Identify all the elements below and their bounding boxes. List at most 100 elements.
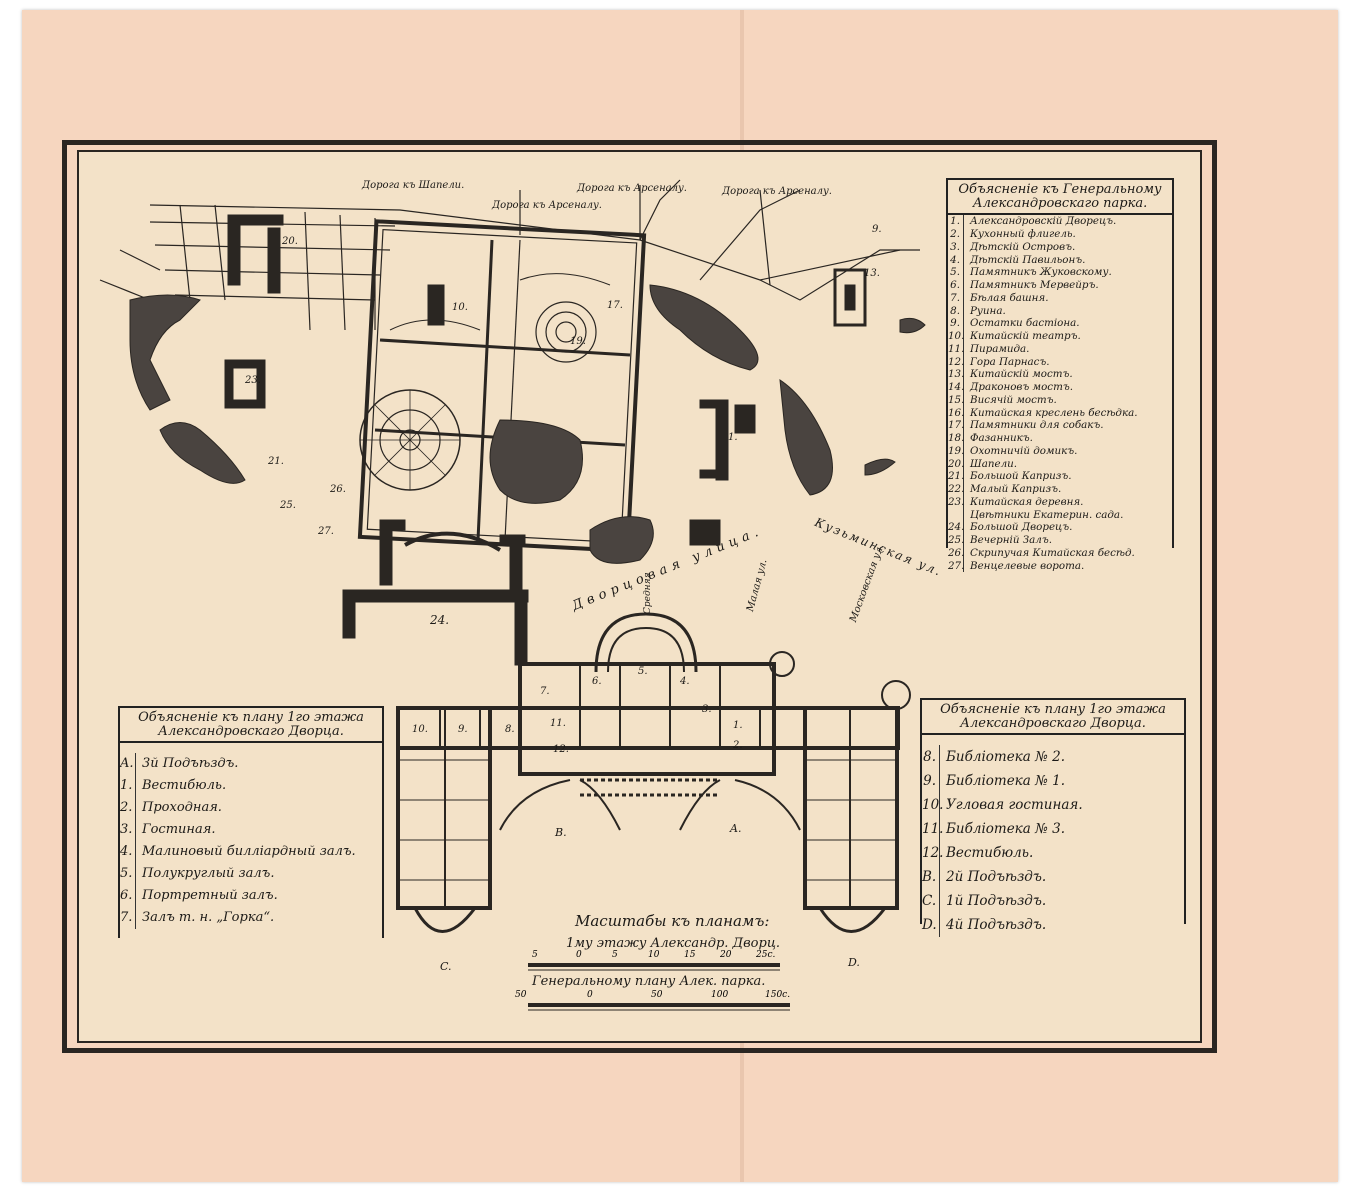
legend-item-text: Цвѣтники Екатерин. сада. [970,508,1124,521]
legend-item-number: 19. [948,444,965,458]
legend-item-text: Вечерній Залъ. [970,534,1052,547]
legend-item: Цвѣтники Екатерин. сада. [948,508,1172,522]
legend-item-text: Библіотека № 2. [946,749,1066,766]
map-number-21: 21. [268,456,284,467]
map-number-10: 10. [452,302,468,313]
legend-item-number: 3. [948,240,964,254]
park-legend: Объясненіе къ Генеральному Александровск… [946,178,1174,573]
road-label-arsenal-2: Дорога къ Арсеналу. [577,183,687,194]
entrance-d-label: D. [848,956,860,969]
park-legend-list: 1.Александровскій Дворецъ.2.Кухонный фли… [948,215,1172,573]
legend-item: 9. Библіотека № 1. [922,769,1184,794]
scale-unit: 150с. [765,990,791,1000]
entrance-c-label: C. [440,960,452,973]
room-number: 8. [505,724,515,735]
legend-item-text: Руина. [970,304,1006,317]
legend-item-text: Библіотека № 1. [946,773,1066,790]
scale-tick: 0 [576,950,582,960]
road-label-arsenal-1: Дорога къ Арсеналу. [492,200,602,211]
legend-item-number: 22. [948,483,965,496]
map-number-26: 26. [330,484,346,495]
scale-tick: 10 [648,950,660,960]
legend-item-number: D. [922,913,940,938]
legend-item-text: Венцелевые ворота. [970,559,1085,572]
map-number-23: 23. [245,375,261,386]
legend-item-number: 7. [120,907,136,930]
road-label-chapel: Дорога къ Шапели. [362,180,465,191]
legend-item: 3.Дѣтскій Островъ. [948,240,1172,254]
scale-bars [528,963,790,1011]
legend-item: 9.Остатки бастіона. [948,317,1172,331]
legend-item-number: 14. [948,381,965,394]
legend-item-number: 17. [948,419,965,433]
legend-item-number: 4. [948,253,964,267]
legend-item-text: Китайскій мостъ. [970,368,1073,381]
palace-legend-left-list: A.3й Подъѣздъ.1.Вестибюль.2.Проходная.3.… [120,753,382,930]
legend-item-text: Памятникъ Жуковскому. [970,266,1112,279]
legend-item: C.1й Подъѣздъ. [922,889,1184,914]
legend-item: D. 4й Подъѣздъ. [922,913,1184,938]
legend-item: 4.Малиновый билліардный залъ. [120,841,382,864]
legend-item-number: 3. [120,819,136,842]
legend-item-number: 27. [948,559,965,573]
alexander-park-square [357,219,647,554]
legend-item: 8.Библіотека № 2. [922,745,1184,770]
legend-item: 3.Гостиная. [120,819,382,842]
legend-item-number: B. [922,865,940,890]
room-number: 5. [638,666,648,677]
legend-item-number: 4. [120,841,136,864]
legend-item: 7.Бѣлая башня. [948,291,1172,305]
scale-park-caption: Генеральному плану Алек. парка. [532,974,766,989]
legend-item-number: 26. [948,546,965,560]
legend-item-number: 9. [922,769,940,794]
scale-park-ticks: 50 0 50 100 150с. [515,990,795,1004]
room-number: 7. [540,686,550,697]
room-number: 2. [733,740,743,751]
legend-item-text: Охотничій домикъ. [970,444,1078,457]
legend-item: 6.Памятникъ Мервейръ. [948,279,1172,292]
legend-item: 1.Вестибюль. [120,775,382,798]
legend-item-number: 12. [948,355,965,369]
legend-item-text: Китайская деревня. [970,495,1084,508]
scale-tick: 50 [515,990,527,1000]
legend-item-number: 8. [948,304,964,318]
scale-palace-caption: 1му этажу Александр. Дворц. [566,936,781,951]
road-label-arsenal-3: Дорога къ Арсеналу. [722,186,832,197]
legend-item: 2.Кухонный флигель. [948,228,1172,241]
room-number: 11. [550,718,566,729]
legend-item: 1.Александровскій Дворецъ. [948,215,1172,229]
legend-item-number [948,508,964,522]
legend-item: 8. Руина. [948,304,1172,318]
map-number-9: 9. [872,224,882,235]
legend-item-number: 1. [948,215,964,229]
room-number: 6. [592,676,602,687]
legend-item-text: Бѣлая башня. [970,291,1049,304]
map-number-13: 13. [864,268,880,279]
legend-item-number: 21. [948,470,965,484]
room-number: 4. [680,676,690,687]
legend-item-text: 4й Подъѣздъ. [946,917,1047,934]
legend-item-number: 10. [922,793,943,818]
palace-legend-left: Объясненіе къ плану 1го этажа Александро… [118,706,384,938]
legend-item-number: A. [120,753,136,776]
legend-item-text: Висячій мостъ. [970,393,1057,406]
legend-item-text: Вестибюль. [142,778,227,794]
entrance-a-label: A. [730,822,742,835]
palace-legend-right-list: 8.Библіотека № 2.9.Библіотека № 1.10.Угл… [922,745,1184,938]
legend-item-text: Гора Парнасъ. [970,355,1050,368]
legend-item-text: Фазанникъ. [970,432,1033,445]
buildings [224,214,867,546]
legend-item-number: 5. [120,863,136,886]
legend-item-text: Угловая гостиная. [946,797,1083,814]
legend-item-text: Большой Дворецъ. [970,521,1073,534]
room-number: 12. [553,744,569,755]
legend-item-number: 23. [948,495,965,509]
legend-item: 10.Угловая гостиная. [922,793,1184,818]
legend-item: 18. Фазанникъ. [948,432,1172,445]
legend-item: 24.Большой Дворецъ. [948,521,1172,535]
legend-item: 5.Памятникъ Жуковскому. [948,266,1172,280]
legend-item: B.2й Подъѣздъ. [922,865,1184,890]
park-legend-title: Объясненіе къ Генеральному Александровск… [948,178,1172,216]
scale-tick: 15 [684,950,696,960]
legend-item-number: 18. [948,432,965,445]
